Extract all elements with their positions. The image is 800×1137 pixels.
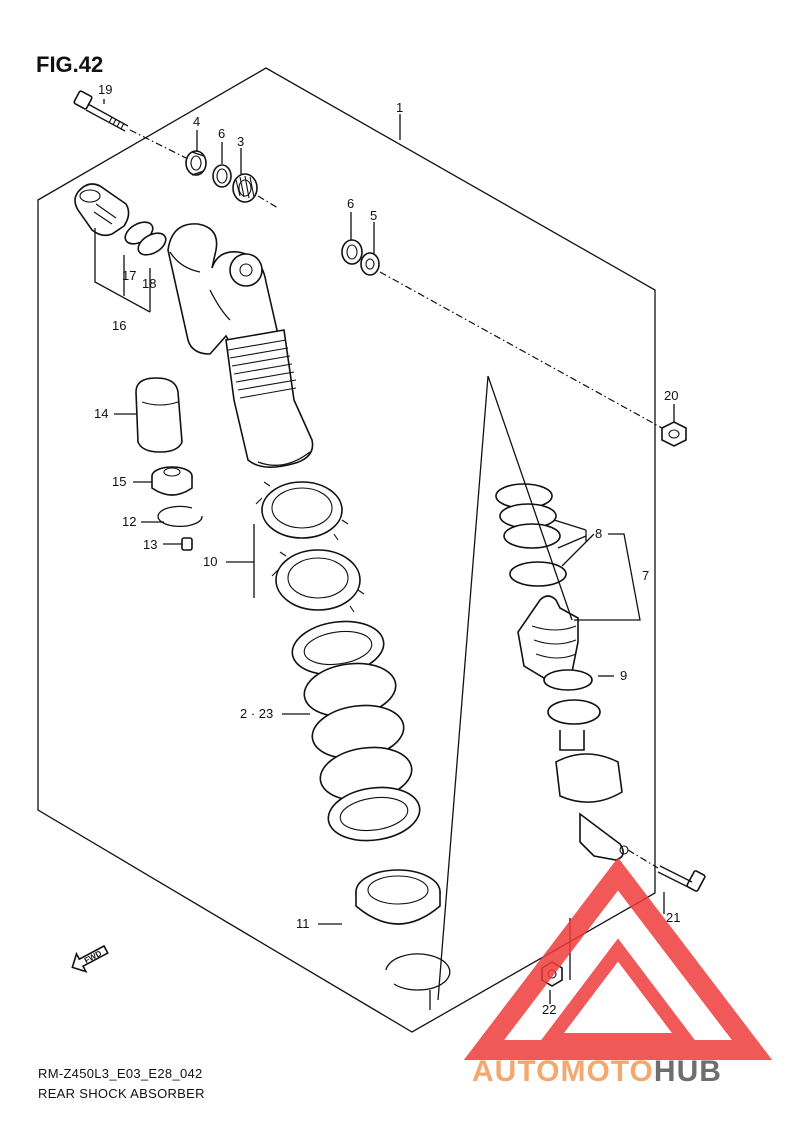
callout-12: 12: [122, 514, 136, 529]
callout-20: 20: [664, 388, 678, 403]
callout-2-23: 2 · 23: [240, 706, 273, 721]
spring-adjuster-nut-upper-icon: [255, 481, 349, 541]
callout-16: 16: [112, 318, 126, 333]
collar-4-icon: [185, 150, 207, 176]
automotohub-logo: AUTOMOTOHUB: [463, 857, 773, 1088]
damper-rod-7-icon: [517, 595, 629, 861]
callout-3: 3: [237, 134, 244, 149]
callout-11: 11: [296, 916, 310, 931]
oil-seal-6b-icon: [341, 239, 363, 265]
reservoir-cap-14-icon: [135, 377, 183, 453]
oil-seal-6-icon: [212, 164, 232, 188]
frame-inner-line: [437, 375, 573, 1001]
callout-5: 5: [370, 208, 377, 223]
assembly-frame: [37, 67, 656, 1033]
callout-6b: 6: [347, 196, 354, 211]
nipple-13-icon: [181, 537, 193, 551]
callout-22: 22: [542, 1002, 556, 1017]
lower-mount-axis: [627, 849, 659, 869]
stopper-ring-icon: [385, 953, 451, 991]
bolt-21-icon: [657, 865, 706, 892]
bearing-axis: [257, 195, 279, 209]
callout-10: 10: [203, 554, 217, 569]
callout-15: 15: [112, 474, 126, 489]
logo-text-automoto: AUTOMOTO: [472, 1055, 654, 1088]
diagram-caption: REAR SHOCK ABSORBER: [38, 1086, 205, 1101]
circlip-12-icon: [157, 505, 203, 528]
callout-9: 9: [620, 668, 627, 683]
nut-20-icon: [661, 421, 687, 447]
bolt-19-icon: [73, 90, 129, 132]
callout-17: 17: [122, 268, 136, 283]
bolt-19-axis: [129, 129, 191, 161]
model-code: RM-Z450L3_E03_E28_042: [38, 1066, 203, 1081]
callout-1: 1: [396, 100, 403, 115]
washer-5-icon: [360, 252, 380, 276]
callout-18: 18: [142, 276, 156, 291]
callout-21: 21: [666, 910, 680, 925]
shock-body-icon: [167, 223, 314, 468]
forward-arrow-icon: FWD: [71, 944, 109, 973]
spring-seat-11-icon: [355, 869, 441, 925]
callout-4: 4: [193, 114, 200, 129]
callout-7: 7: [642, 568, 649, 583]
callout-6: 6: [218, 126, 225, 141]
upper-mount-axis: [379, 271, 663, 429]
callouts: 19 1 4 6 3 6 5 17 18 16 20 14 15 12 13 1…: [94, 82, 680, 1017]
figure-title: FIG.42: [36, 52, 103, 77]
logo-text-hub: HUB: [654, 1055, 722, 1088]
logo-triangle-inner: [535, 938, 701, 1047]
callout-19: 19: [98, 82, 112, 97]
spring-adjuster-nut-lower-icon: [271, 549, 365, 613]
callout-14: 14: [94, 406, 108, 421]
bump-rubber-8-icon: [495, 483, 567, 587]
adjuster-15-icon: [151, 466, 193, 496]
bearing-3-icon: [232, 173, 258, 203]
o-ring-18-icon: [137, 232, 167, 256]
coil-spring-icon: [291, 620, 421, 842]
callout-8: 8: [595, 526, 602, 541]
callout-13: 13: [143, 537, 157, 552]
logo-triangle-outer: [463, 857, 773, 1060]
reservoir-valve-16-icon: [74, 183, 130, 237]
svg-text:AUTOMOTOHUB: AUTOMOTOHUB: [472, 1055, 722, 1088]
